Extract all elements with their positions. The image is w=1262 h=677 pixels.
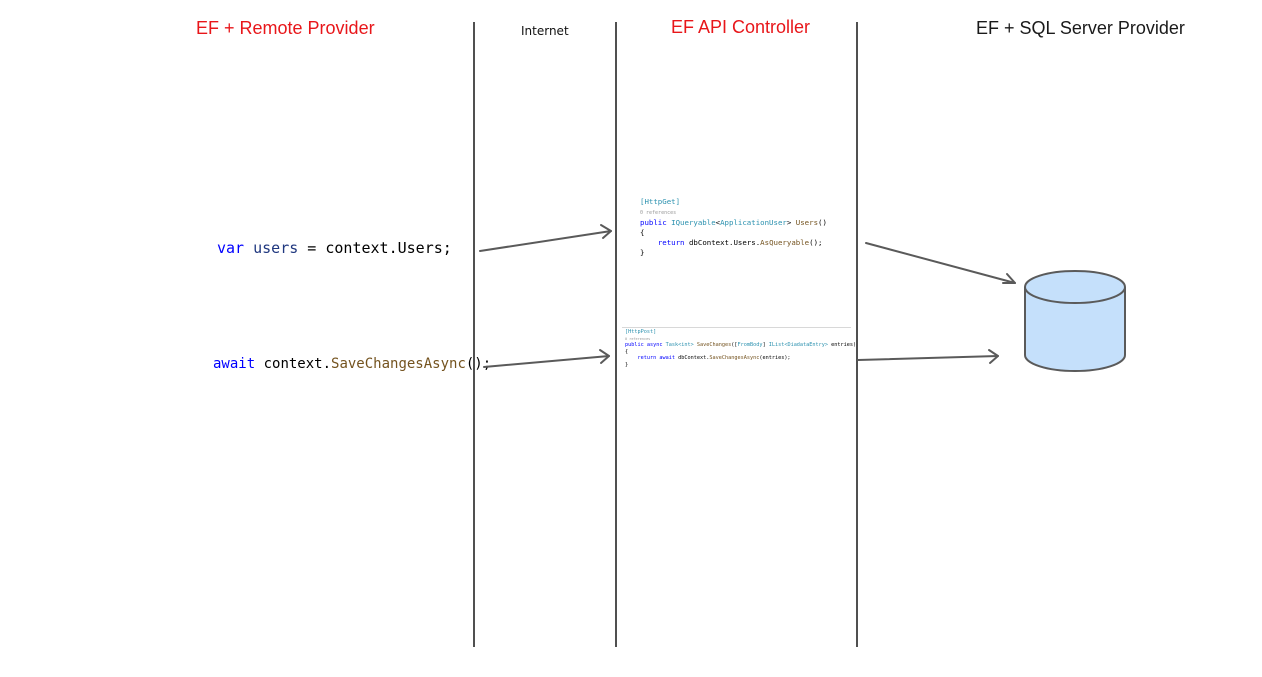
divider-line-1 [473,22,475,647]
code-text: < [715,218,721,227]
code-type: Task<int> [665,342,694,349]
database-icon [1024,270,1126,372]
code-references: 0 references [640,210,677,216]
code-type: IList<DiadataEntry> [768,342,829,349]
arrow-get-to-database [865,242,1016,284]
code-text: = context.Users; [298,239,452,257]
code-text: dbContext.Users. [684,238,761,247]
code-text: > [786,218,796,227]
controller-get-snippet: [HttpGet] 0 references public IQueryable… [640,197,827,258]
title-internet: Internet [521,24,569,38]
code-method: AsQueryable [760,238,810,247]
code-brace: } [625,361,629,368]
client-save-code: await context.SaveChangesAsync(); [213,356,491,372]
code-keyword: await [213,356,256,372]
divider-line-2 [615,22,617,647]
code-keyword: public async [625,342,666,349]
title-remote-provider: EF + Remote Provider [196,18,375,38]
code-text: dbContext. [674,355,710,362]
code-attribute: [HttpGet] [640,197,681,206]
code-method: SaveChangesAsync [709,355,760,362]
code-attribute: FromBody [737,342,763,349]
title-sql-provider: EF + SQL Server Provider [976,18,1185,38]
code-text: (entries); [759,355,791,362]
code-text: ] [762,342,769,349]
code-method: Users [795,218,819,227]
code-keyword: return await [637,355,675,362]
code-keyword: return [657,238,685,247]
code-type: IQueryable [671,218,716,227]
code-attribute: [HttpPost] [625,329,657,335]
code-variable: users [253,239,299,257]
code-text: entries) [828,342,857,349]
code-keyword: public [640,218,672,227]
code-brace: { [640,228,645,237]
snippet-top-border [622,327,851,328]
code-text: () [818,218,827,227]
code-keyword: var [217,239,245,257]
code-text: (); [465,356,492,372]
code-type: ApplicationUser [720,218,787,227]
code-method: SaveChanges [693,342,732,349]
arrow-query-to-controller [479,224,612,252]
code-text: context. [255,356,332,372]
code-brace: } [640,248,645,257]
client-query-code: var users = context.Users; [217,239,452,257]
code-brace: { [625,348,629,355]
title-api-controller: EF API Controller [671,17,811,37]
code-references: 0 references [625,336,651,341]
arrow-save-to-controller [483,349,610,368]
controller-post-snippet: [HttpPost] 0 references public async Tas… [625,329,856,369]
divider-line-3 [856,22,858,647]
arrow-post-to-database [857,349,999,364]
code-text: (); [809,238,823,247]
code-method: SaveChangesAsync [331,356,466,372]
code-text: ([ [731,342,738,349]
